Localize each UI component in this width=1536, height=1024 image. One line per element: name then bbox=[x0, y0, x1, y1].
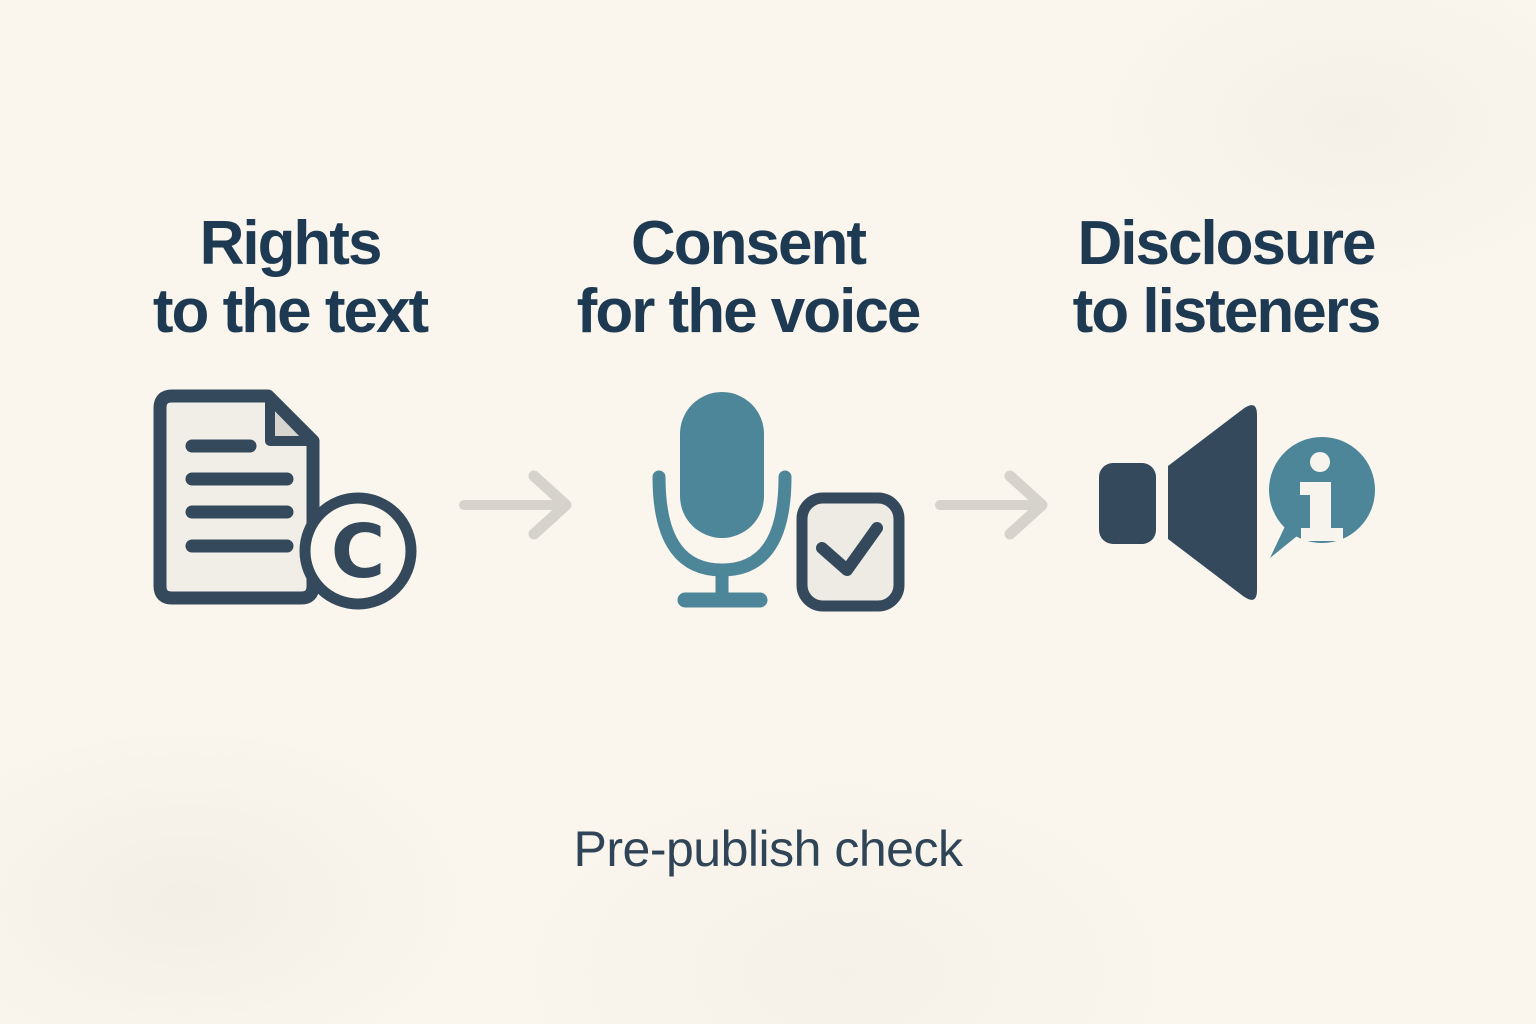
step-1-title: Rights to the text bbox=[50, 210, 530, 346]
step-2-title-line1: Consent bbox=[631, 209, 867, 278]
step-1-title-line1: Rights bbox=[199, 209, 383, 278]
document-copyright-icon: C bbox=[153, 389, 417, 610]
step-3-title-line2: to listeners bbox=[1072, 277, 1382, 346]
step-2-title: Consent for the voice bbox=[508, 210, 988, 346]
step-3-title: Disclosure to listeners bbox=[986, 210, 1466, 346]
copyright-icon: C bbox=[299, 492, 417, 610]
microphone-icon bbox=[652, 392, 792, 608]
info-speech-bubble-icon bbox=[1269, 437, 1375, 558]
document-text-lines bbox=[185, 439, 294, 553]
step-2-title-line2: for the voice bbox=[576, 277, 922, 346]
arrow-right-icon bbox=[459, 470, 572, 540]
footer-caption: Pre-publish check bbox=[573, 821, 963, 877]
speaker-icon bbox=[1099, 405, 1257, 600]
svg-text:C: C bbox=[331, 509, 385, 595]
info-glyph bbox=[1300, 452, 1343, 541]
step-3-title-line1: Disclosure bbox=[1077, 209, 1376, 278]
checkbox-checked-icon bbox=[796, 492, 905, 612]
arrow-right-icon bbox=[935, 470, 1048, 540]
step-1-title-line2: to the text bbox=[152, 277, 429, 346]
